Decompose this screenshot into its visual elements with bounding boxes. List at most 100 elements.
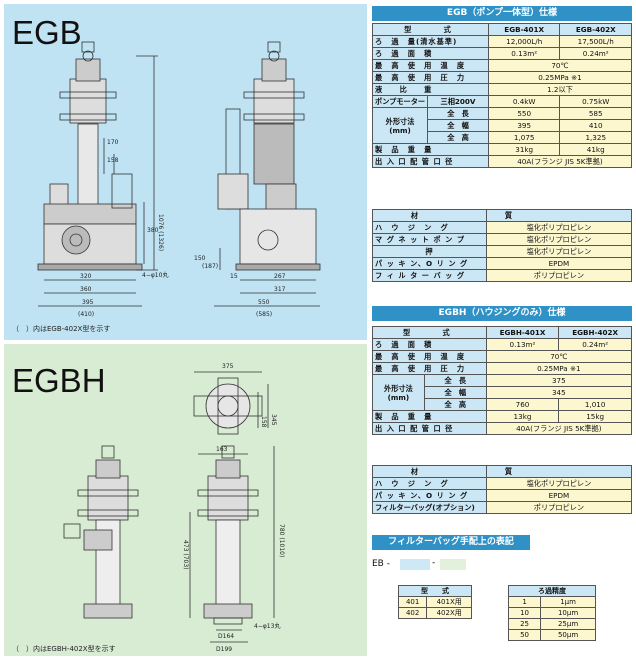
egbh-dim-375: 375 — [222, 363, 234, 370]
egb-dim-15: 15 — [230, 273, 238, 280]
code-model-code: 402 — [397, 607, 428, 619]
egb-dim-label: 全 幅 — [427, 119, 489, 132]
egb-model-label: 型 式 — [372, 23, 489, 36]
egbh-mat-value: 塩化ポリプロピレン — [485, 477, 633, 490]
egbh-dim-345: 345 — [270, 414, 277, 426]
egbh-row-b: 0.24m² — [558, 338, 632, 351]
egb-dim-410: (410) — [78, 311, 94, 318]
code-precision-code: 25 — [507, 618, 542, 630]
egb-dim-label: 全 長 — [427, 107, 489, 120]
egb-dim-b: 410 — [559, 119, 632, 132]
code-model-desc: 402X用 — [426, 607, 472, 619]
egbh-drawing: 375 345 158 163 780 (1010) 473 (703) 4−φ… — [63, 363, 285, 653]
egb-dim-187: (187) — [202, 263, 218, 270]
egbh-dim-158: 158 — [260, 416, 267, 428]
egb-dim-a: 550 — [487, 107, 561, 120]
egb-dim-holes: 4−φ10丸 — [142, 271, 168, 279]
egb-dim-label: 全 高 — [427, 131, 489, 144]
egbh-dim-a: 760 — [485, 398, 560, 411]
egb-mat-header: 材 — [372, 209, 487, 222]
egb-note: （ ）内はEGB-402X型を示す — [12, 325, 111, 333]
code-precision-desc: 25μm — [540, 618, 596, 630]
egbh-dim-label: 全 幅 — [423, 386, 487, 399]
egbh-model-label: 型 式 — [372, 326, 487, 339]
egb-row-label: 液 比 重 — [372, 83, 489, 96]
egb-dim-b: 585 — [559, 107, 632, 120]
egb-dim-320: 320 — [80, 273, 92, 280]
egb-dim-a: 1,075 — [487, 131, 561, 144]
egbh-port-value: 40A(フランジ JIS 5K準拠) — [485, 422, 633, 435]
egbh-row-a: 0.13m² — [485, 338, 560, 351]
egb-mat-header-2: 質 — [485, 209, 633, 222]
egb-mat-value: 塩化ポリプロピレン — [485, 221, 633, 234]
code-precision-header: ろ過精度 — [508, 585, 596, 597]
code-precision-code: 1 — [507, 596, 542, 608]
egb-dim-380: 380 — [147, 227, 159, 234]
egbh-dim-span: 375 — [485, 374, 633, 387]
egb-port-value: 40A(フランジ JIS 5K準拠) — [487, 155, 633, 168]
code-header: フィルターバッグ手配上の表記 — [372, 535, 530, 550]
egb-mat-value: EPDM — [485, 257, 633, 270]
code-model-box — [400, 559, 430, 570]
egbh-row-span: 70℃ — [485, 350, 633, 363]
egb-drawing: 1076 (1326) 170 158 380 320 360 4−φ10丸 3… — [37, 41, 321, 318]
egbh-note: （ ）内はEGBH-402X型を示す — [12, 645, 116, 653]
egb-row-label: ポンプモーター — [371, 95, 429, 108]
egbh-title: EGBH — [12, 362, 106, 399]
egb-row-sub: 三相200V — [427, 95, 489, 108]
egb-mat-label: 押 — [372, 245, 487, 258]
egb-row-span: 0.25MPa ※1 — [487, 71, 633, 84]
egb-dim-b: 1,325 — [559, 131, 632, 144]
egbh-row-label: ろ 過 面 積 — [372, 338, 487, 351]
code-precision-code: 10 — [507, 607, 542, 619]
egb-weight-a: 31kg — [487, 143, 561, 156]
egbh-row-span: 0.25MPa ※1 — [485, 362, 633, 375]
egbh-weight-a: 13kg — [485, 410, 560, 423]
egb-mat-label: ハ ウ ジ ン グ — [372, 221, 487, 234]
egbh-mat-header: 材 — [372, 465, 487, 478]
egb-dim-360: 360 — [80, 286, 92, 293]
egb-row-a: 0.13m² — [487, 47, 561, 60]
egb-row-label: 最 高 使 用 圧 力 — [372, 71, 489, 84]
egb-spec-header: EGB（ポンプ一体型）仕様 — [372, 6, 632, 21]
mat-h1: 材 — [410, 210, 449, 220]
egb-row-label: ろ 過 面 積 — [372, 47, 489, 60]
egb-model-b: EGB-402X — [559, 23, 632, 36]
egbh-weight-b: 15kg — [558, 410, 632, 423]
egb-row-b: 17,500L/h — [559, 35, 632, 48]
egb-mat-label: フ ィ ル タ ー バ ッ グ — [372, 269, 487, 282]
egbh-mat-label: ハ ウ ジ ン グ — [372, 477, 487, 490]
egb-row-b: 0.75kW — [559, 95, 632, 108]
egbh-mat-header-2: 質 — [485, 465, 633, 478]
code-precision-box — [440, 559, 466, 570]
egbh-dim-d199: D199 — [216, 646, 232, 653]
egb-row-a: 12,000L/h — [487, 35, 561, 48]
egb-dim-267: 267 — [274, 273, 286, 280]
egbh-mat-label: パ ッ キ ン、O リ ン グ — [372, 489, 487, 502]
egb-row-a: 0.4kW — [487, 95, 561, 108]
egbh-row-label: 最 高 使 用 圧 力 — [372, 362, 487, 375]
egb-port-label: 出 入 口 配 管 口 径 — [372, 155, 489, 168]
egb-dim-a: 395 — [487, 119, 561, 132]
egbh-dim-label: 全 長 — [423, 374, 487, 387]
code-precision-desc: 10μm — [540, 607, 596, 619]
egb-dim-550: 550 — [258, 299, 270, 306]
egbh-dim-group: 外形寸法 (mm) — [372, 374, 425, 411]
egb-mat-value: ポリプロピレン — [485, 269, 633, 282]
egb-model-a: EGB-401X — [487, 23, 561, 36]
egb-title: EGB — [12, 14, 82, 51]
egbh-dim-163: 163 — [216, 446, 228, 453]
egb-dim-height: 1076 (1326) — [157, 214, 164, 251]
egb-row-label: ろ 過 量(清水基準) — [372, 35, 489, 48]
egb-mat-label: パ ッ キ ン、O リ ン グ — [372, 257, 487, 270]
egbh-mat-label: フィルターバッグ(オプション) — [372, 501, 487, 514]
egb-mat-value: 塩化ポリプロピレン — [485, 233, 633, 246]
code-model-header: 型 式 — [398, 585, 472, 597]
egbh-model-a: EGBH-401X — [485, 326, 560, 339]
code-prefix: EB - — [372, 559, 390, 569]
egb-row-b: 0.24m² — [559, 47, 632, 60]
